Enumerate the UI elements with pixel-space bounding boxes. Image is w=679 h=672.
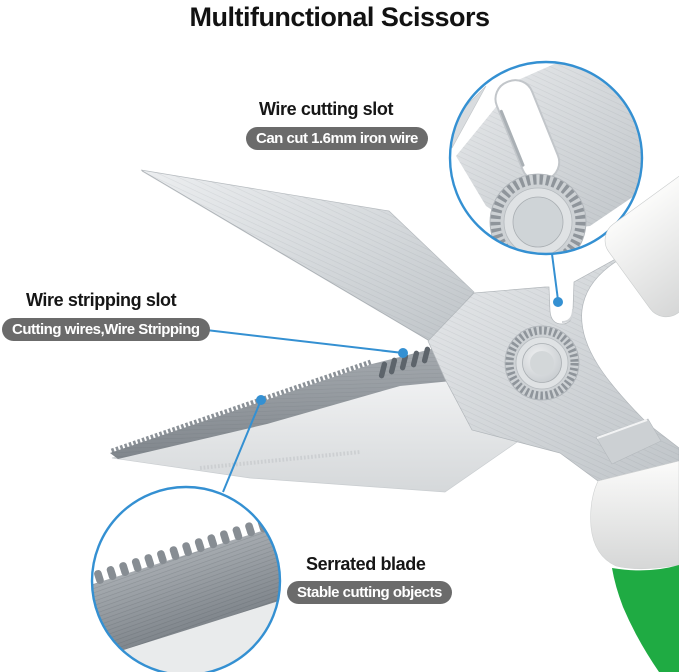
serrated-blade-badge: Stable cutting objects	[287, 581, 452, 604]
lower-serrated-blade	[110, 345, 462, 459]
magnifier-serrated-blade	[90, 485, 282, 672]
connector-wire-cutting	[551, 253, 563, 307]
upper-blade	[140, 169, 475, 342]
callout-dot	[256, 395, 266, 405]
magnified-pivot-screw	[489, 173, 587, 254]
wire-stripping-label: Wire stripping slot	[26, 290, 177, 310]
wire-cutting-notch	[561, 308, 574, 323]
wire-stripping-badge: Cutting wires,Wire Stripping	[2, 318, 210, 341]
callout-dot	[398, 348, 408, 358]
wire-cutting-badge: Can cut 1.6mm iron wire	[246, 127, 428, 150]
upper-handle	[604, 161, 679, 318]
magnifier-wire-cutting	[448, 60, 644, 256]
connector-serrated	[222, 395, 266, 493]
serrated-blade-label: Serrated blade	[306, 554, 426, 574]
callout-dot	[553, 297, 563, 307]
lower-handle-green	[612, 565, 679, 672]
wire-stripping-slots	[378, 346, 431, 379]
handle-metal-sliver	[595, 418, 662, 465]
page-title: Multifunctional Scissors	[189, 2, 490, 32]
lower-handle-white	[590, 460, 679, 570]
wire-cutting-label: Wire cutting slot	[259, 99, 394, 119]
pivot-screw	[504, 325, 580, 401]
connector-wire-stripping	[205, 329, 408, 358]
